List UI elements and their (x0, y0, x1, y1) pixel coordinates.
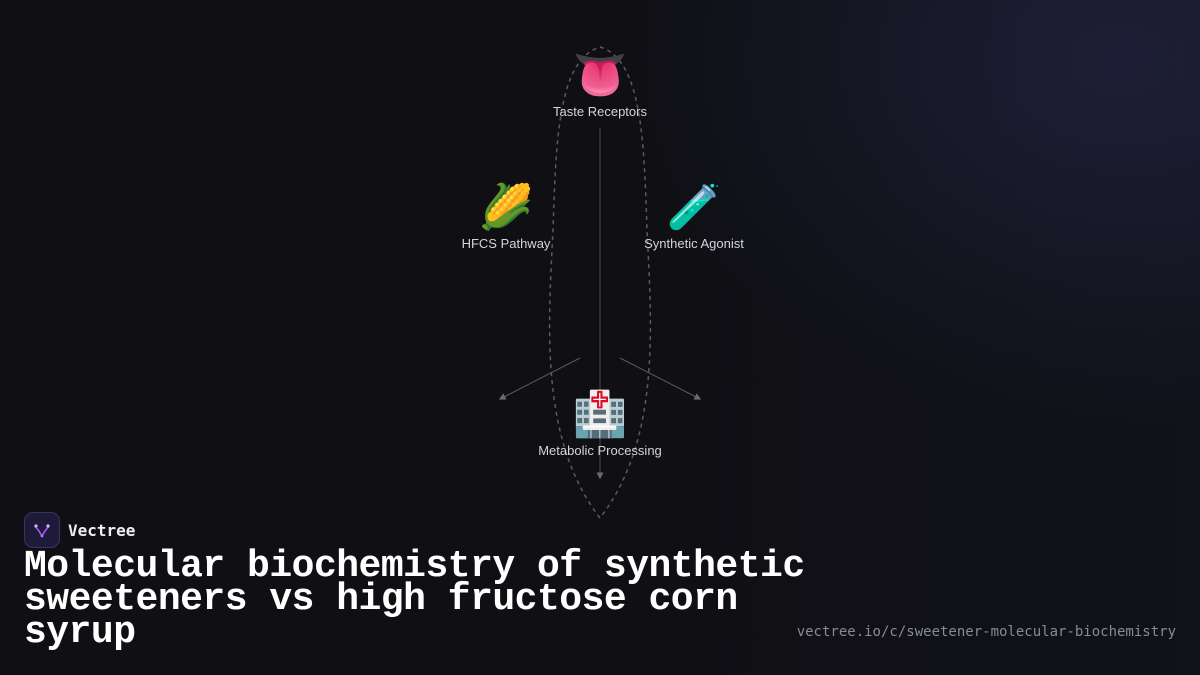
node-label: Metabolic Processing (538, 443, 662, 458)
corn-icon: 🌽 (478, 183, 534, 232)
brand-name: Vectree (68, 520, 136, 540)
node-synthetic-agonist[interactable]: 🧪 Synthetic Agonist (644, 182, 744, 251)
loop-edge (548, 46, 652, 519)
node-label: HFCS Pathway (461, 236, 551, 251)
page-title: Molecular biochemistry of synthetic swee… (24, 545, 805, 654)
edge-metabolic-to-synthetic (619, 357, 702, 400)
node-label: Synthetic Agonist (644, 236, 744, 251)
edge-metabolic-to-hfcs (498, 357, 581, 400)
tongue-icon: 👅 (572, 51, 628, 100)
test-tube-icon: 🧪 (666, 183, 722, 232)
node-label: Taste Receptors (553, 104, 647, 119)
brand[interactable]: Vectree (24, 512, 135, 548)
vectree-logo-icon (24, 512, 60, 548)
node-hfcs-pathway[interactable]: 🌽 HFCS Pathway (462, 182, 551, 251)
hospital-icon: 🏥 (572, 390, 628, 439)
page-url[interactable]: vectree.io/c/sweetener-molecular-biochem… (796, 624, 1176, 640)
node-metabolic-processing[interactable]: 🏥 Metabolic Processing (538, 389, 662, 458)
node-taste-receptors[interactable]: 👅 Taste Receptors (553, 50, 647, 119)
